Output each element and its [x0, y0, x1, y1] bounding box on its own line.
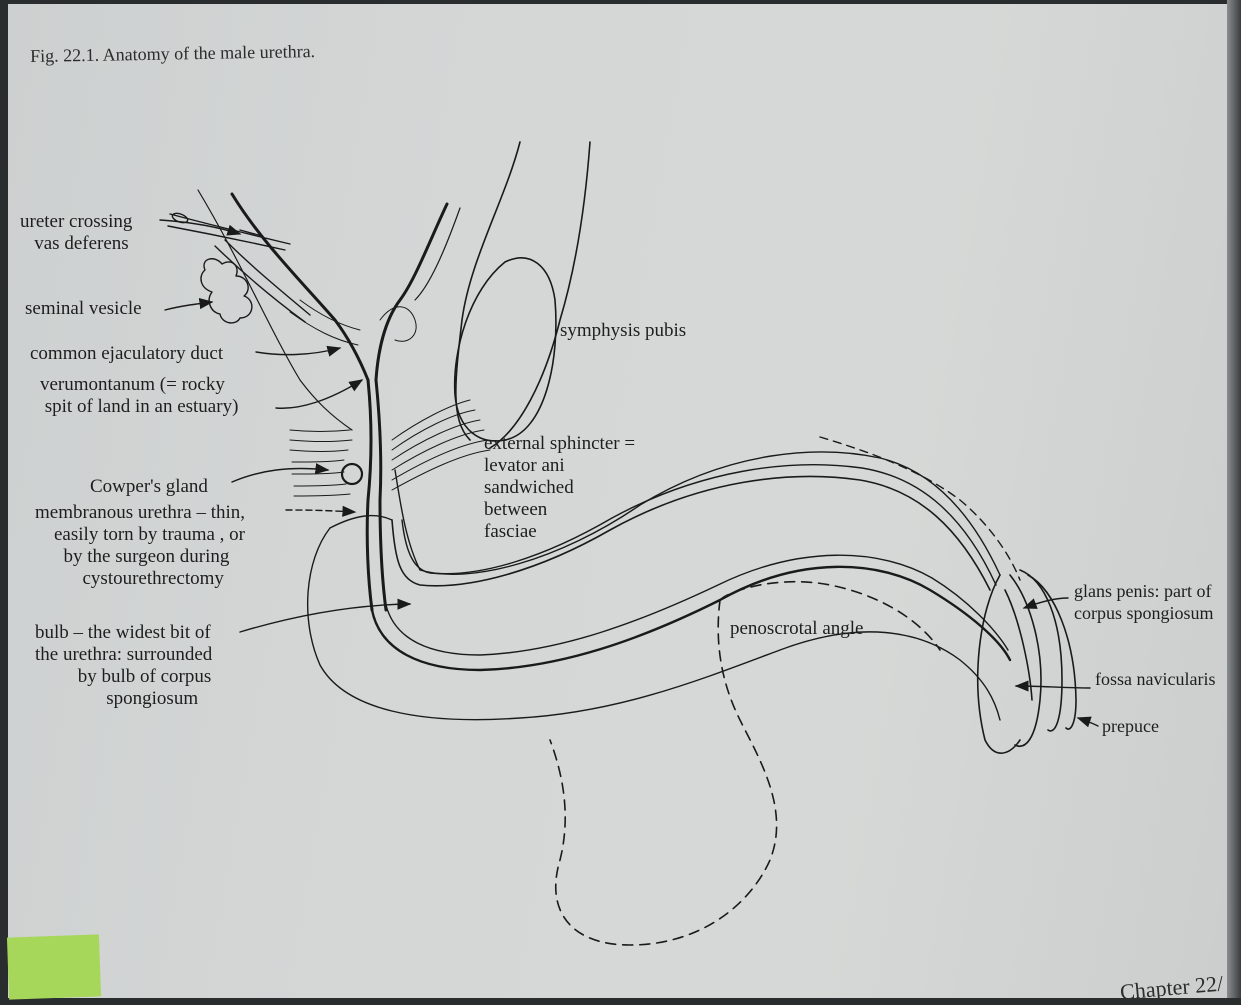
seminal-vesicle [201, 259, 252, 323]
label-membranous-urethra: membranous urethra – thin, easily torn b… [35, 502, 245, 590]
label-symphysis-pubis: symphysis pubis [560, 320, 686, 342]
external-sphincter [392, 400, 490, 490]
prostatic-membranous-urethra [367, 380, 386, 610]
label-external-sphincter: external sphincter = levator ani sandwic… [484, 433, 635, 543]
penile-urethra [308, 437, 1020, 720]
label-penoscrotal-angle: penoscrotal angle [730, 618, 863, 640]
label-prepuce: prepuce [1102, 715, 1159, 737]
label-bulb: bulb – the widest bit of the urethra: su… [35, 622, 212, 710]
cowpers-gland [342, 464, 362, 484]
label-cowpers-gland: Cowper's gland [90, 476, 208, 498]
glans-prepuce [978, 570, 1076, 753]
label-ureter-crossing-vas-deferens: ureter crossing vas deferens [20, 211, 132, 255]
label-common-ejaculatory-duct: common ejaculatory duct [30, 343, 223, 365]
label-seminal-vesicle: seminal vesicle [25, 298, 142, 320]
label-glans-penis: glans penis: part of corpus spongiosum [1074, 580, 1214, 624]
label-verumontanum: verumontanum (= rocky spit of land in an… [40, 374, 238, 418]
symphysis-pubis [455, 142, 590, 448]
pelvic-floor-left [290, 430, 352, 496]
label-fossa-navicularis: fossa navicularis [1095, 668, 1215, 690]
